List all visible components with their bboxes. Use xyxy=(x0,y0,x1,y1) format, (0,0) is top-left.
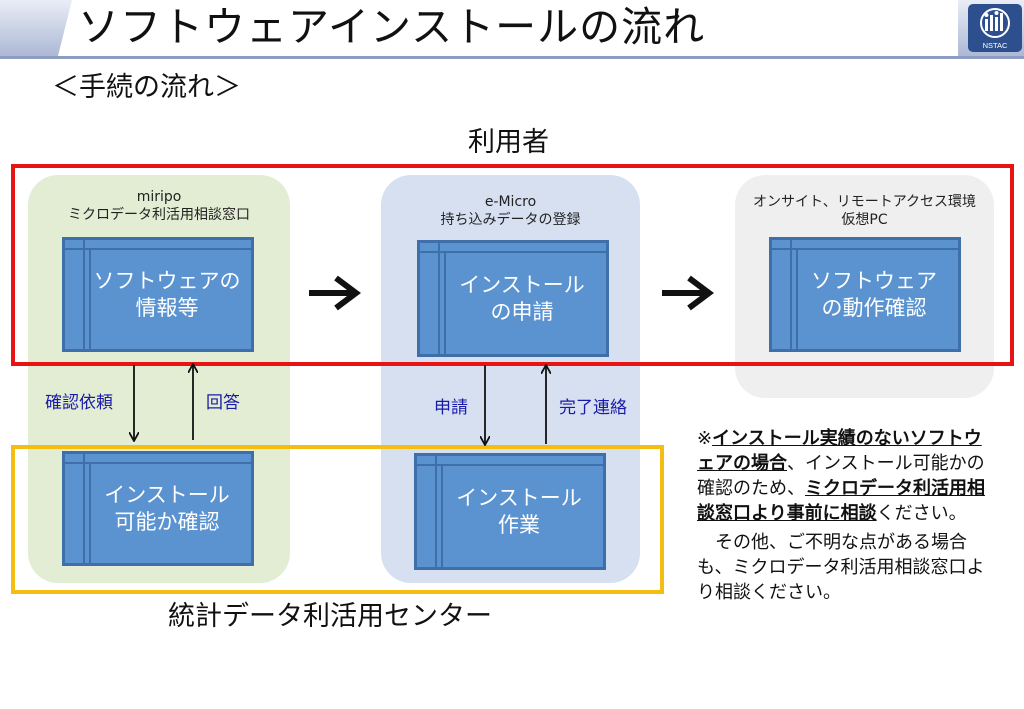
center-actor-label: 統計データ利活用センター xyxy=(168,601,492,632)
center-frame xyxy=(11,445,664,594)
note-emphasis-2: ミクロデータ利活用相談窓口より事前に相談 xyxy=(697,478,985,524)
software-info-text: ソフトウェアの 情報等 xyxy=(93,268,241,320)
software-info-box: ソフトウェアの 情報等 xyxy=(62,237,254,352)
note-paragraph-2: その他、ご不明な点がある場合も、ミクロデータ利活用相談窓口より相談ください。 xyxy=(697,532,985,603)
onsite-zone-desc: 仮想PC xyxy=(841,212,888,228)
onsite-zone-name: オンサイト、リモートアクセス環境 xyxy=(752,194,977,210)
right-arrow-icon-2 xyxy=(662,275,714,311)
miripo-zone-label: miripo ミクロデータ利活用相談窓口 xyxy=(28,188,290,224)
miripo-zone-desc: ミクロデータ利活用相談窓口 xyxy=(68,207,250,223)
header-title-panel xyxy=(58,0,958,56)
emicro-zone-label: e-Micro 持ち込みデータの登録 xyxy=(381,193,640,229)
note-mark: ※ xyxy=(697,428,713,449)
install-feasibility-box: インストール 可能か確認 xyxy=(62,451,254,566)
user-actor-label: 利用者 xyxy=(468,127,549,158)
user-frame xyxy=(11,164,1014,366)
miripo-zone-name: miripo xyxy=(136,189,182,205)
completion-notice-label: 完了連絡 xyxy=(559,398,627,418)
nstac-logo: NSTAC xyxy=(968,4,1022,52)
confirm-request-label: 確認依頼 xyxy=(45,393,113,413)
nstac-logo-icon: NSTAC xyxy=(968,4,1022,52)
answer-label: 回答 xyxy=(206,393,240,413)
install-feasibility-text: インストール 可能か確認 xyxy=(104,482,230,534)
note-text-2: ください。 xyxy=(876,503,967,524)
note-text: ※インストール実績のないソフトウェアの場合、インストール可能かの確認のため、ミク… xyxy=(697,426,997,605)
header-divider xyxy=(0,56,1024,59)
emicro-zone-name: e-Micro xyxy=(484,194,537,210)
emicro-zone-desc: 持ち込みデータの登録 xyxy=(440,212,581,228)
note-paragraph-1: ※インストール実績のないソフトウェアの場合、インストール可能かの確認のため、ミク… xyxy=(697,426,997,526)
install-work-box: インストール 作業 xyxy=(414,453,606,570)
page-title: ソフトウェアインストールの流れ xyxy=(78,3,706,51)
right-arrow-icon-1 xyxy=(309,275,361,311)
operation-check-text: ソフトウェア の動作確認 xyxy=(811,268,937,320)
install-request-box: インストール の申請 xyxy=(417,240,609,357)
operation-check-box: ソフトウェア の動作確認 xyxy=(769,237,961,352)
logo-text: NSTAC xyxy=(983,41,1008,50)
onsite-zone-label: オンサイト、リモートアクセス環境 仮想PC xyxy=(735,193,994,229)
install-request-text: インストール の申請 xyxy=(459,272,585,324)
section-subtitle: ＜手続の流れ＞ xyxy=(52,72,241,103)
note-emphasis-1: インストール実績のないソフトウェアの場合 xyxy=(697,428,982,474)
note-text-1: 、インストール可能かの確認のため、 xyxy=(697,453,985,499)
install-work-text: インストール 作業 xyxy=(456,485,582,537)
apply-label: 申請 xyxy=(434,398,468,418)
